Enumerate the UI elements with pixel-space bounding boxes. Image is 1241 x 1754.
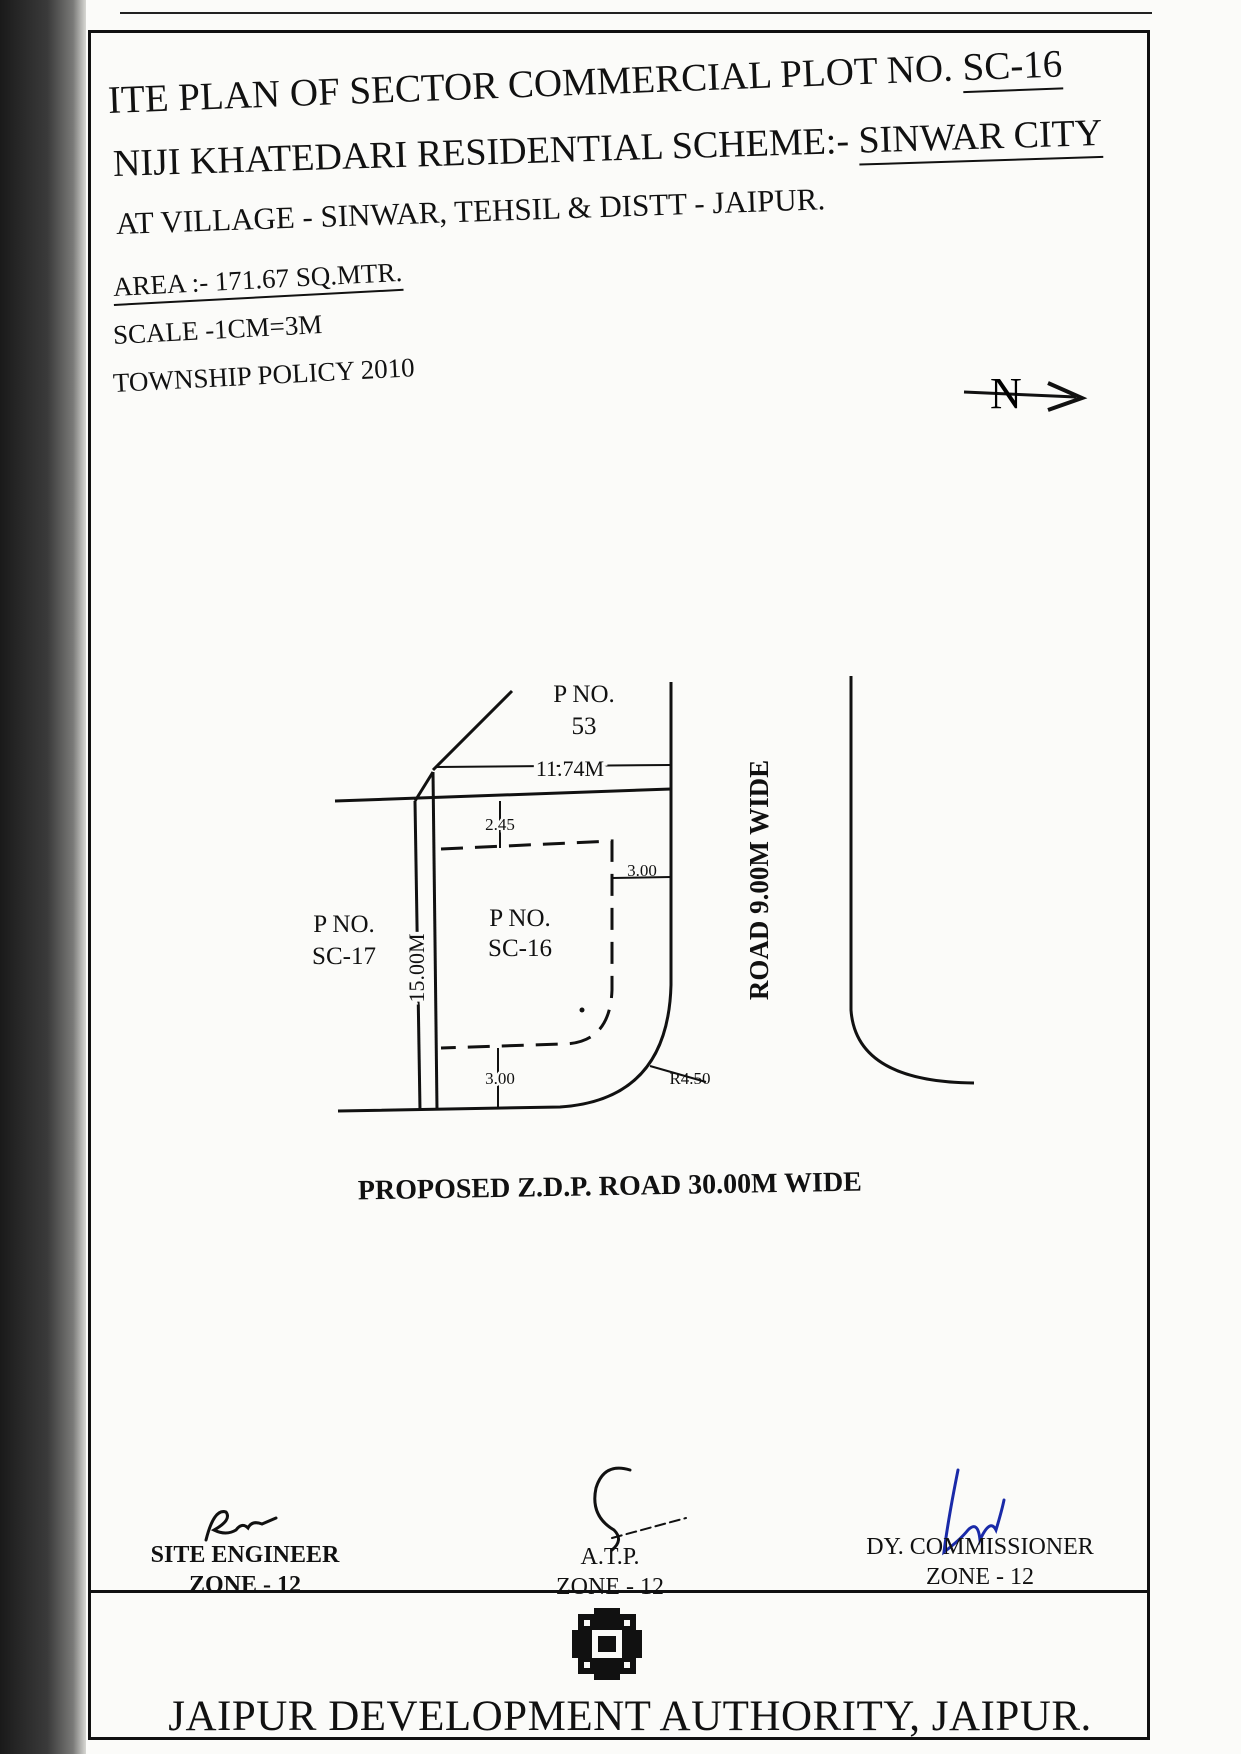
setback-right-dimension: [611, 876, 672, 879]
plot-road-edge: [337, 682, 673, 1113]
atp-block: A.T.P. ZONE - 12: [540, 1542, 680, 1602]
signatures-ink: [204, 1466, 1006, 1556]
setback-line: [440, 839, 614, 1050]
plot-number-label: SC-16: [488, 935, 552, 962]
site-engineer-block: SITE ENGINEER ZONE - 12: [140, 1540, 350, 1600]
dy-commissioner-block: DY. COMMISSIONER ZONE - 12: [840, 1532, 1120, 1592]
atp-signature-tail: [611, 1517, 687, 1539]
side-road-label: ROAD 9.00M WIDE: [744, 760, 774, 1000]
adjacent-plot-top-label: P NO.: [553, 681, 615, 708]
jda-emblem-icon: [572, 1608, 642, 1680]
setback-right-label: 3.00: [627, 861, 657, 880]
adjacent-plot-top-number: 53: [572, 713, 597, 740]
top-rule: [120, 12, 1152, 14]
plot-left-line-inner: [431, 771, 439, 1111]
site-engineer-signature: [204, 1510, 278, 1542]
site-engineer-zone: ZONE - 12: [188, 1572, 301, 1598]
dy-commissioner-title: DY. COMMISSIONER: [866, 1534, 1094, 1560]
site-engineer-title: SITE ENGINEER: [150, 1542, 340, 1568]
radius-leader: [649, 1065, 707, 1083]
adjacent-plot-left-label: P NO.: [313, 911, 375, 938]
width-dimension-line: [436, 764, 671, 768]
boundary-top: [334, 787, 672, 803]
plot-left-line: [413, 800, 422, 1111]
side-road-far-edge: [849, 676, 975, 1085]
book-binding-shadow: [0, 0, 86, 1754]
footer-divider: [88, 1590, 1150, 1593]
boundary-diagonal: [431, 689, 514, 772]
plot-corner-line: [413, 771, 435, 802]
atp-signature: [593, 1466, 632, 1552]
corner-radius-label: R4.50: [669, 1069, 710, 1088]
authority-name: JAIPUR DEVELOPMENT AUTHORITY, JAIPUR.: [168, 1693, 1092, 1740]
setback-top-label: 2.45: [485, 815, 515, 834]
adjacent-plot-left-number: SC-17: [312, 943, 376, 970]
setback-bottom-label: 3.00: [485, 1069, 515, 1088]
drawing-frame: [88, 30, 1150, 1740]
plot-label: P NO.: [489, 905, 551, 932]
dy-commissioner-zone: ZONE - 12: [926, 1564, 1034, 1590]
north-arrow-icon: N: [963, 369, 1088, 418]
atp-title: A.T.P.: [580, 1544, 640, 1570]
atp-zone: ZONE - 12: [556, 1574, 664, 1600]
width-dimension-label: 11.74M: [536, 756, 604, 781]
dy-commissioner-signature: [942, 1468, 1006, 1556]
front-road-label: PROPOSED Z.D.P. ROAD 30.00M WIDE: [358, 1167, 863, 1207]
depth-dimension-label: 15.00M: [404, 933, 429, 1002]
north-label: N: [990, 369, 1022, 418]
plot-mark: [579, 1007, 585, 1013]
